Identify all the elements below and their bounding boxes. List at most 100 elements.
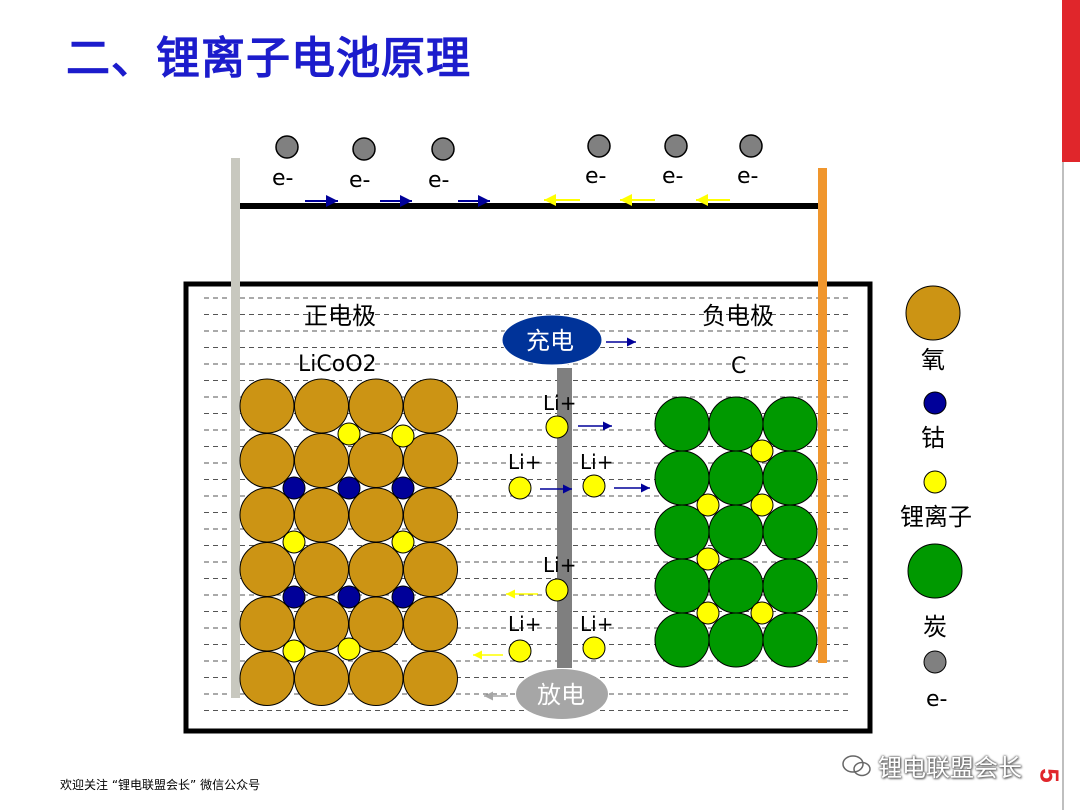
- li-ion: [391, 424, 415, 448]
- li-ion: [750, 439, 774, 463]
- oxygen-atom: [239, 651, 295, 706]
- li-ion-label: Li+: [543, 553, 576, 577]
- li-ion: [508, 639, 532, 663]
- cobalt-atom: [337, 476, 361, 500]
- li-ions-charging: [508, 415, 650, 500]
- negative-material-label: C: [731, 354, 746, 379]
- accent-bar: [1062, 0, 1080, 162]
- li-ion: [337, 422, 361, 446]
- legend-cobalt-label: 钴: [921, 424, 945, 452]
- oxygen-atom: [294, 487, 349, 543]
- carbon-atom: [762, 558, 818, 614]
- carbon-atom: [654, 396, 710, 452]
- oxygen-atom: [294, 651, 349, 706]
- carbon-atom: [762, 504, 818, 560]
- page-number: 5: [1034, 768, 1065, 783]
- li-ion: [282, 530, 306, 554]
- oxygen-atom: [348, 651, 404, 706]
- electron-label: e-: [737, 164, 758, 189]
- electron-label: e-: [662, 164, 683, 189]
- li-ion: [508, 476, 532, 500]
- legend-carbon-swatch: [907, 543, 963, 599]
- electron: [587, 134, 611, 158]
- legend-lithium-swatch: [923, 470, 947, 494]
- positive-material-label: LiCoO2: [298, 352, 377, 377]
- charge-badge: [501, 314, 603, 366]
- electron: [275, 135, 299, 159]
- li-ion-label: Li+: [543, 391, 576, 415]
- legend-cobalt-swatch: [923, 391, 947, 415]
- electron-label: e-: [428, 168, 449, 193]
- cobalt-atom: [337, 585, 361, 609]
- oxygen-atom: [403, 542, 458, 597]
- li-ion: [545, 578, 569, 602]
- li-ion-label: Li+: [508, 612, 541, 636]
- legend-oxygen-label: 氧: [921, 346, 945, 374]
- carbon-atom: [762, 450, 818, 506]
- charge-label: 充电: [526, 327, 574, 355]
- electron-label: e-: [349, 168, 370, 193]
- anode-wire: [818, 168, 827, 663]
- page-title: 二、锂离子电池原理: [66, 33, 471, 84]
- legend-oxygen-swatch: [905, 285, 961, 341]
- watermark-text: 锂电联盟会长: [878, 754, 1022, 782]
- cobalt-atom: [391, 476, 415, 500]
- oxygen-atom: [403, 651, 458, 706]
- legend: 氧 钴 锂离子 炭 e-: [900, 285, 972, 712]
- oxygen-atom: [239, 433, 295, 488]
- electron-label: e-: [272, 166, 293, 191]
- li-ion: [391, 530, 415, 554]
- watermark: 锂电联盟会长: [842, 748, 1022, 783]
- oxygen-atom: [348, 542, 404, 597]
- oxygen-atom: [294, 542, 349, 597]
- electron: [431, 137, 455, 161]
- electrons-top: [275, 134, 763, 161]
- cathode-lattice: [239, 378, 458, 706]
- oxygen-atom: [403, 378, 458, 434]
- li-ion: [582, 474, 606, 498]
- positive-electrode-label: 正电极: [304, 302, 376, 330]
- li-ion: [696, 547, 720, 571]
- electron: [664, 134, 688, 158]
- li-ion-label: Li+: [580, 612, 613, 636]
- footer-text: 欢迎关注 “锂电联盟会长” 微信公众号: [60, 778, 261, 792]
- oxygen-atom: [348, 378, 404, 434]
- oxygen-atom: [239, 542, 295, 597]
- cathode-wire: [231, 158, 240, 698]
- legend-lithium-label: 锂离子: [900, 503, 972, 531]
- li-ion: [696, 601, 720, 625]
- li-ion: [337, 637, 361, 661]
- anode-lattice: [654, 396, 818, 668]
- li-ion-label: Li+: [580, 450, 613, 474]
- li-ion: [545, 415, 569, 439]
- li-ion: [282, 639, 306, 663]
- discharge-badge: [516, 669, 608, 719]
- electron-label: e-: [585, 164, 606, 189]
- legend-carbon-label: 炭: [923, 613, 947, 641]
- wechat-icon: [842, 754, 871, 776]
- electron: [352, 137, 376, 161]
- li-ion: [750, 601, 774, 625]
- discharge-label: 放电: [537, 681, 585, 709]
- cobalt-atom: [282, 476, 306, 500]
- negative-electrode-label: 负电极: [702, 302, 774, 330]
- oxygen-atom: [239, 378, 295, 434]
- legend-electron-label: e-: [926, 687, 947, 712]
- cobalt-atom: [391, 585, 415, 609]
- li-ion: [750, 493, 774, 517]
- legend-electron-swatch: [923, 650, 947, 674]
- li-ions-discharging: [473, 578, 606, 663]
- li-ion: [582, 636, 606, 660]
- li-ion: [696, 493, 720, 517]
- electron: [739, 134, 763, 158]
- cobalt-atom: [282, 585, 306, 609]
- oxygen-atom: [294, 378, 349, 434]
- li-ion-labels: Li+ Li+ Li+ Li+ Li+ Li+: [508, 391, 613, 636]
- oxygen-atom: [403, 596, 458, 652]
- carbon-atom: [762, 612, 818, 668]
- carbon-atom: [762, 396, 818, 452]
- oxygen-atom: [403, 487, 458, 543]
- divider-line: [1062, 162, 1064, 810]
- electron-labels: e- e- e- e- e- e-: [272, 164, 758, 193]
